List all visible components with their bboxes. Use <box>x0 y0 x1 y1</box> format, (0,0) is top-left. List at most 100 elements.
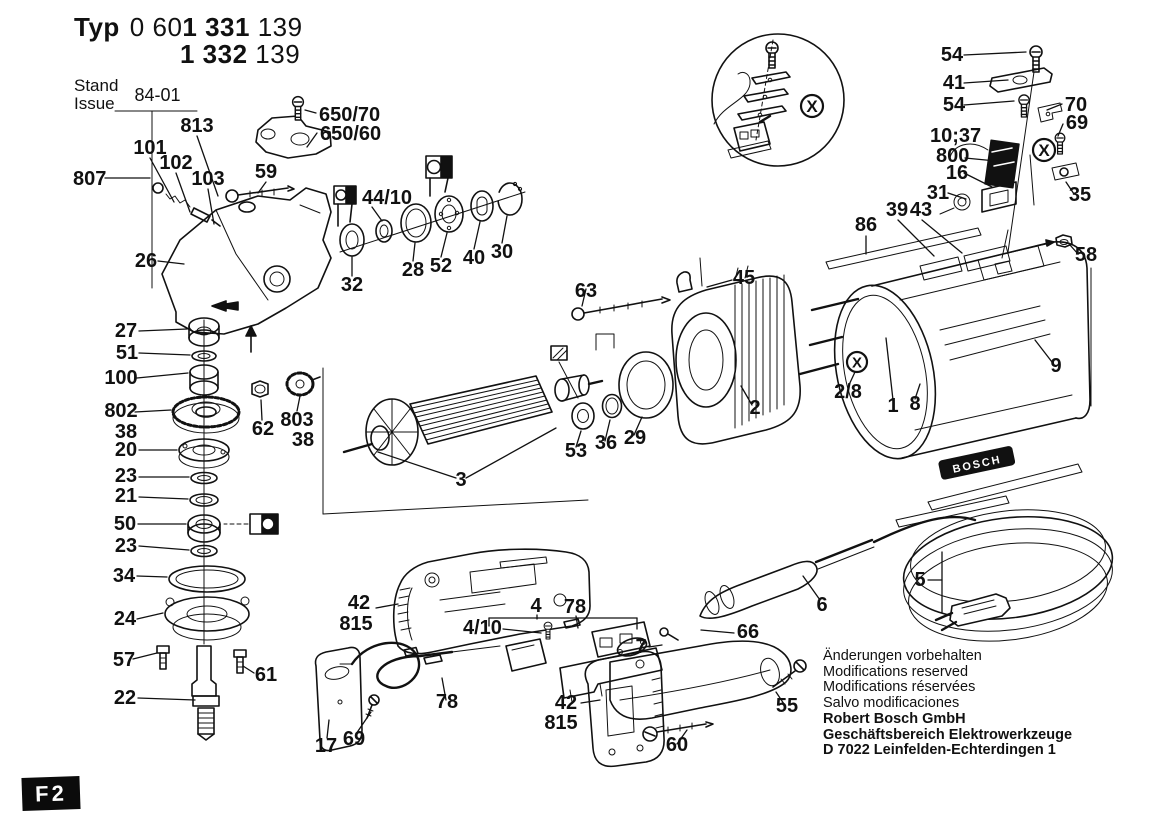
leader-line <box>196 135 219 197</box>
leader-line <box>260 399 263 421</box>
arrow-left-icon <box>211 300 239 312</box>
issue-value: 84-01 <box>134 84 181 105</box>
part-label-23: 23 <box>115 535 137 557</box>
stator <box>571 257 801 445</box>
part-label-803: 803 <box>280 409 313 431</box>
leader-line <box>371 206 383 222</box>
detent-parts <box>152 182 295 227</box>
part-label-70: 70 <box>1065 94 1087 116</box>
part-label-29: 29 <box>624 427 646 449</box>
leader-line <box>775 691 785 705</box>
leader-line <box>1065 181 1075 195</box>
part-label-21: 21 <box>115 485 137 507</box>
cord-and-cable <box>699 509 1114 642</box>
leader-line <box>132 652 158 660</box>
leader-line <box>802 575 821 601</box>
part-label-44-10: 44/10 <box>362 187 412 209</box>
leader-line <box>963 172 993 188</box>
leader-line <box>740 385 753 406</box>
part-label-4: 4 <box>530 595 542 617</box>
leader-line <box>963 100 1015 106</box>
part-label-807: 807 <box>73 168 106 190</box>
leader-line <box>138 328 188 332</box>
leader-line <box>377 451 457 479</box>
part-label-42: 42 <box>555 692 577 714</box>
leader-line <box>581 288 587 307</box>
part-label-815: 815 <box>339 613 372 635</box>
leader-line <box>136 372 189 379</box>
svg-text:X: X <box>852 355 862 372</box>
part-label-52: 52 <box>430 255 452 277</box>
company-name: Robert Bosch GmbH <box>823 711 966 727</box>
leader-line <box>897 219 935 257</box>
leader-line <box>847 371 856 388</box>
part-label-6: 6 <box>816 594 827 616</box>
part-label-5: 5 <box>914 569 925 591</box>
company-address: Robert Bosch GmbH Geschäftsbereich Elekt… <box>823 711 1072 759</box>
part-label-815: 815 <box>544 712 577 734</box>
washer-bearing-row <box>339 181 523 257</box>
leader-line <box>1046 103 1063 111</box>
part-label-66: 66 <box>737 621 759 643</box>
part-label-69: 69 <box>1066 112 1088 134</box>
typ-label: Typ <box>74 12 120 42</box>
modification-notes: Änderungen vorbehalten Modifications res… <box>823 648 982 711</box>
part-label-53: 53 <box>565 440 587 462</box>
hex-nut <box>1035 234 1073 248</box>
leader-line <box>138 496 189 500</box>
part-label-61: 61 <box>255 664 277 686</box>
leader-line <box>706 279 733 288</box>
part-label-17: 17 <box>315 735 337 757</box>
part-label-36: 36 <box>595 432 617 454</box>
part-label-38: 38 <box>115 421 137 443</box>
part-label-2: 2 <box>749 397 760 419</box>
part-label-802: 802 <box>104 400 137 422</box>
note-de: Änderungen vorbehalten <box>823 648 982 664</box>
leader-line <box>137 697 196 701</box>
part-label-54: 54 <box>943 94 966 116</box>
grease-symbol-icon <box>550 345 579 399</box>
leader-line <box>136 612 164 620</box>
part-label-2-8: 2/8 <box>834 381 862 403</box>
part-label-8: 8 <box>909 393 920 415</box>
part-label-60: 60 <box>666 734 688 756</box>
leader-line <box>963 51 1027 56</box>
part-label-22: 22 <box>114 687 136 709</box>
bearing-symbol-icon <box>223 513 279 535</box>
part-label-1: 1 <box>887 395 898 417</box>
leader-line <box>355 711 372 735</box>
detail-markers: X X X <box>799 93 1057 374</box>
leader-line <box>465 427 557 479</box>
part-label-57: 57 <box>113 649 135 671</box>
motor-bearings <box>571 351 674 430</box>
leader-line <box>306 132 318 148</box>
switch-parts-column <box>939 45 1080 215</box>
svg-text:X: X <box>806 97 818 116</box>
part-label-38: 38 <box>292 429 314 451</box>
leader-line <box>633 416 643 436</box>
part-label-54: 54 <box>941 44 964 66</box>
motor-housing: BOSCH <box>798 154 1091 528</box>
leader-line <box>157 260 185 265</box>
diagram-artwork: BOSCH <box>114 33 1114 768</box>
armature <box>342 374 604 466</box>
part-label-86: 86 <box>855 214 877 236</box>
part-label-800: 800 <box>936 145 969 167</box>
leader-line <box>501 215 508 244</box>
leader-line <box>175 172 191 213</box>
stand-label-de: Stand <box>74 75 119 95</box>
leader-line <box>1034 339 1053 363</box>
frame-lines <box>114 57 1092 645</box>
part-label-59: 59 <box>255 161 277 183</box>
svg-text:X: X <box>1038 141 1050 160</box>
arrow-up-icon <box>245 325 257 353</box>
bearing-symbol-icon <box>425 155 453 197</box>
part-label-650-60: 650/60 <box>320 123 381 145</box>
part-label-4-10: 4/10 <box>463 617 502 639</box>
part-label-20: 20 <box>115 439 137 461</box>
part-label-55: 55 <box>776 695 798 717</box>
part-label-34: 34 <box>113 565 136 587</box>
